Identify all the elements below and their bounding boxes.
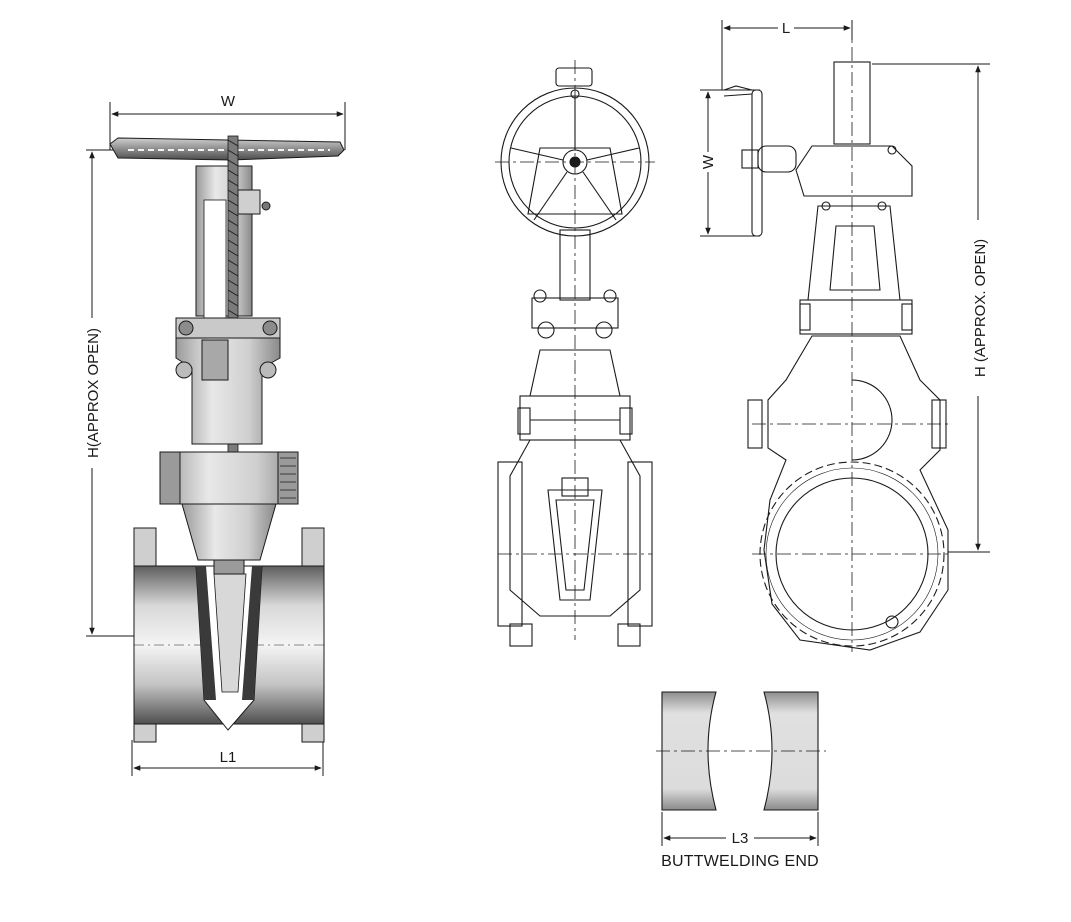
dimension-label-l: L [782,20,790,37]
valve-handle [109,137,345,161]
gearbox [795,61,913,211]
handwheel-edge [723,85,797,237]
buttwelding-end-caption: BUTTWELDING END [661,853,819,870]
yoke-front [531,229,619,339]
dimension-label-h-right: H (APPROX. OPEN) [972,239,989,377]
body-side [747,335,949,651]
cutaway-valve-view: W H(APPROX OPEN) L1 [84,93,346,776]
dimension-label-l3: L3 [732,830,749,847]
dimension-l1 [131,740,324,776]
dimension-label-l1: L1 [220,749,237,766]
dimension-w-left [109,102,346,150]
gear-operated-front-view [495,60,655,647]
body-flange [159,451,299,561]
dimension-label-w-mid: W [700,154,717,169]
body-front [497,439,653,647]
yoke-side [799,205,913,335]
gate-wedge [195,559,263,731]
yoke [195,165,271,319]
dimension-label-w-left: W [221,93,236,110]
bonnet [175,317,281,445]
dimension-label-h-left: H(APPROX OPEN) [85,328,102,458]
buttwelding-end-detail: L3 BUTTWELDING END [656,691,826,870]
stem-cap [555,67,593,87]
gear-operated-side-view [723,22,952,652]
